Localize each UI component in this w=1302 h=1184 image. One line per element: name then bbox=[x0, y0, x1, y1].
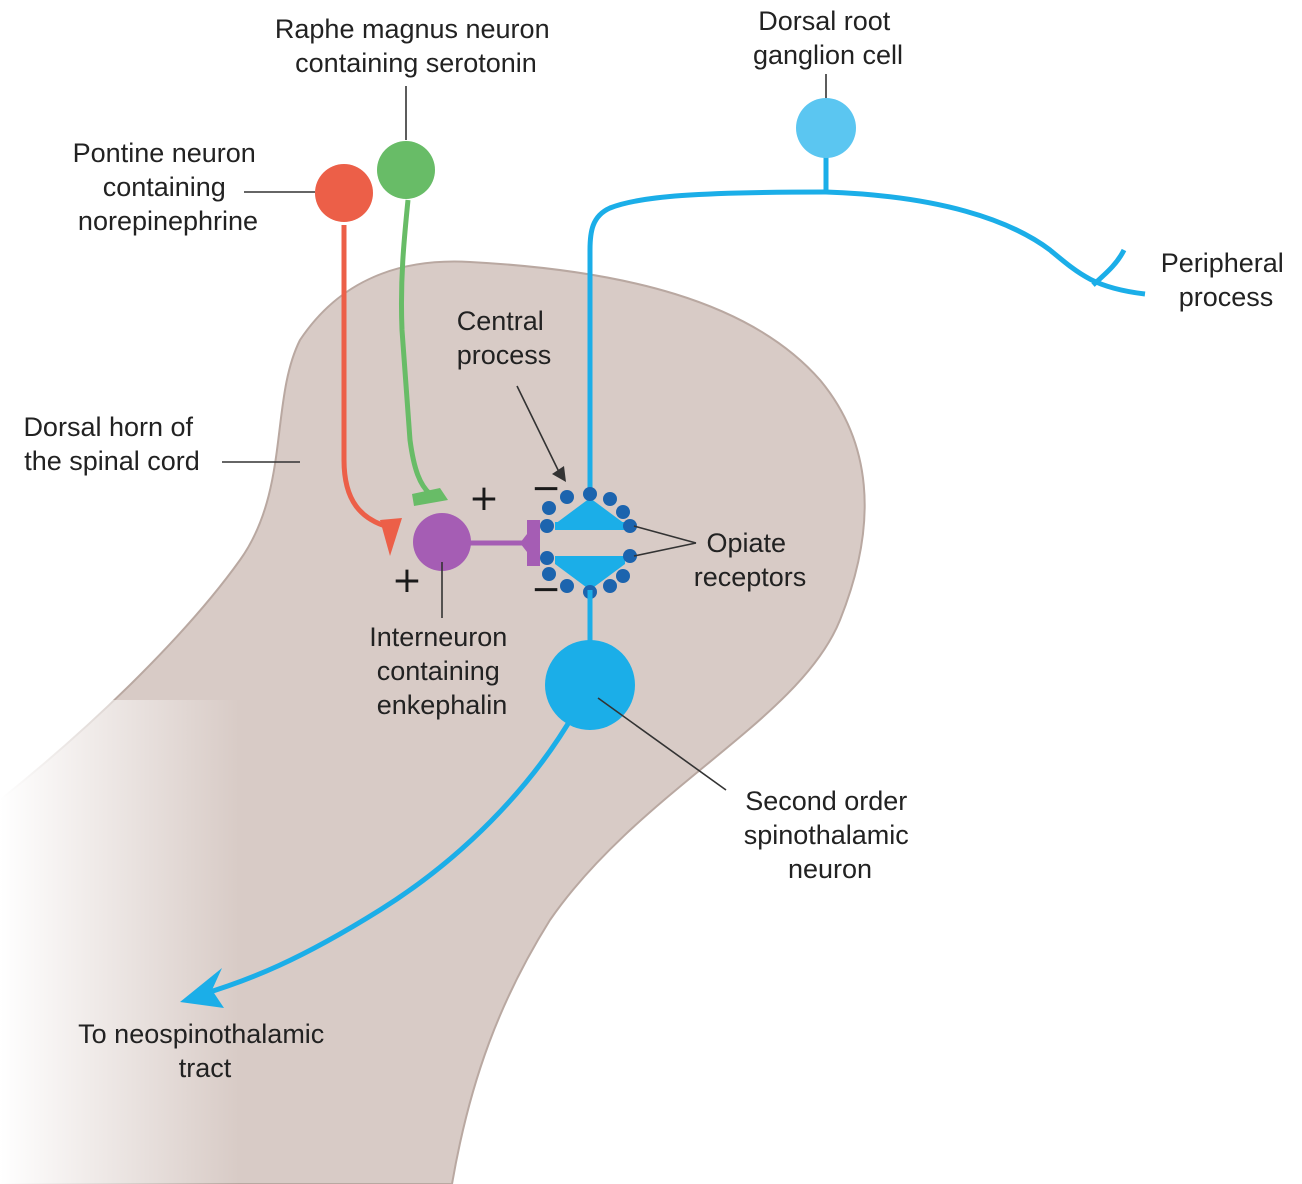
synapse bbox=[540, 487, 637, 599]
leader-opiate-upper bbox=[633, 525, 697, 544]
pontine-cell-body bbox=[315, 164, 373, 222]
leader-second-order bbox=[597, 697, 727, 791]
second-order-axon bbox=[199, 710, 578, 998]
interneuron-terminal bbox=[520, 520, 540, 566]
raphe-terminal bbox=[412, 488, 448, 506]
label-pontine: Pontine neuron containing norepinephrine bbox=[73, 138, 264, 236]
label-dorsal-horn: Dorsal horn of the spinal cord bbox=[23, 412, 200, 476]
primary-afferent bbox=[587, 98, 1146, 512]
receptor-dot bbox=[583, 487, 597, 501]
drg-cell-body bbox=[796, 98, 856, 158]
label-drg-line1: Dorsal root bbox=[758, 6, 891, 36]
label-tract: To neospinothalamic tract bbox=[78, 1019, 332, 1083]
label-central: Central process bbox=[457, 306, 552, 370]
receptor-dot bbox=[542, 501, 556, 515]
leader-central-process bbox=[516, 385, 561, 475]
signs: + + − − bbox=[392, 468, 561, 610]
label-raphe-line2: containing serotonin bbox=[295, 48, 537, 78]
receptor-dot bbox=[603, 579, 617, 593]
opiate-receptor-dots bbox=[540, 487, 637, 599]
label-interneuron-line3: enkephalin bbox=[377, 690, 508, 720]
label-second-order: Second order spinothalamic neuron bbox=[744, 786, 917, 884]
raphe-axon bbox=[398, 199, 432, 496]
interneuron-cell-body bbox=[413, 513, 471, 571]
second-order-cell-body bbox=[545, 640, 635, 730]
excitatory-sign-serotonin: + bbox=[469, 478, 499, 519]
label-raphe: Raphe magnus neuron containing serotonin bbox=[275, 14, 557, 78]
peripheral-process-branch bbox=[1091, 248, 1127, 287]
label-opiate-line2: receptors bbox=[694, 562, 807, 592]
peripheral-process bbox=[825, 189, 1146, 297]
postsynaptic-terminal-base bbox=[555, 556, 625, 564]
inhibitory-sign-presynaptic: − bbox=[531, 468, 561, 509]
leader-lines bbox=[222, 74, 827, 791]
excitatory-sign-norepinephrine: + bbox=[392, 560, 422, 601]
labels: Raphe magnus neuron containing serotonin… bbox=[23, 6, 1292, 1083]
presynaptic-terminal bbox=[555, 498, 625, 524]
label-second-order-line3: neuron bbox=[788, 854, 872, 884]
label-interneuron-line2: containing bbox=[377, 656, 500, 686]
label-second-order-line2: spinothalamic bbox=[744, 820, 909, 850]
central-process-arrowhead bbox=[552, 466, 566, 482]
receptor-dot bbox=[560, 490, 574, 504]
label-central-line1: Central bbox=[457, 306, 544, 336]
label-dorsal-horn-line2: the spinal cord bbox=[24, 446, 200, 476]
label-pontine-line1: Pontine neuron bbox=[73, 138, 256, 168]
label-peripheral-line1: Peripheral bbox=[1161, 248, 1284, 278]
receptor-dot bbox=[540, 551, 554, 565]
presynaptic-terminal-base bbox=[555, 522, 625, 530]
pontine-terminal bbox=[380, 518, 402, 556]
receptor-dot bbox=[616, 569, 630, 583]
label-peripheral: Peripheral process bbox=[1161, 248, 1292, 312]
leader-opiate-lower bbox=[633, 542, 697, 557]
dorsal-horn-fade bbox=[0, 700, 240, 1184]
tract-arrowhead bbox=[180, 968, 224, 1008]
postsynaptic-terminal bbox=[555, 564, 625, 590]
receptor-dot bbox=[616, 505, 630, 519]
label-pontine-line2: containing bbox=[103, 172, 226, 202]
raphe-cell-body bbox=[377, 141, 435, 199]
receptor-dot bbox=[623, 519, 637, 533]
receptor-dot bbox=[623, 549, 637, 563]
label-opiate: Opiate receptors bbox=[694, 528, 807, 592]
label-drg: Dorsal root ganglion cell bbox=[753, 6, 903, 70]
receptor-dot bbox=[540, 519, 554, 533]
label-central-line2: process bbox=[457, 340, 552, 370]
receptor-dot bbox=[603, 492, 617, 506]
pontine-neuron bbox=[315, 164, 402, 556]
interneuron bbox=[413, 513, 540, 571]
inhibitory-sign-postsynaptic: − bbox=[531, 569, 561, 610]
dorsal-horn-region bbox=[0, 260, 866, 1184]
label-raphe-line1: Raphe magnus neuron bbox=[275, 14, 550, 44]
label-peripheral-line2: process bbox=[1179, 282, 1274, 312]
raphe-neuron bbox=[377, 141, 448, 506]
label-dorsal-horn-line1: Dorsal horn of bbox=[23, 412, 193, 442]
label-pontine-line3: norepinephrine bbox=[78, 206, 258, 236]
label-interneuron-line1: Interneuron bbox=[369, 622, 507, 652]
label-tract-line2: tract bbox=[179, 1053, 232, 1083]
label-drg-line2: ganglion cell bbox=[753, 40, 903, 70]
receptor-dot bbox=[542, 567, 556, 581]
label-tract-line1: To neospinothalamic bbox=[78, 1019, 324, 1049]
central-process bbox=[587, 189, 827, 512]
label-interneuron: Interneuron containing enkephalin bbox=[369, 622, 515, 720]
receptor-dot bbox=[560, 579, 574, 593]
label-opiate-line1: Opiate bbox=[706, 528, 786, 558]
label-second-order-line1: Second order bbox=[745, 786, 907, 816]
